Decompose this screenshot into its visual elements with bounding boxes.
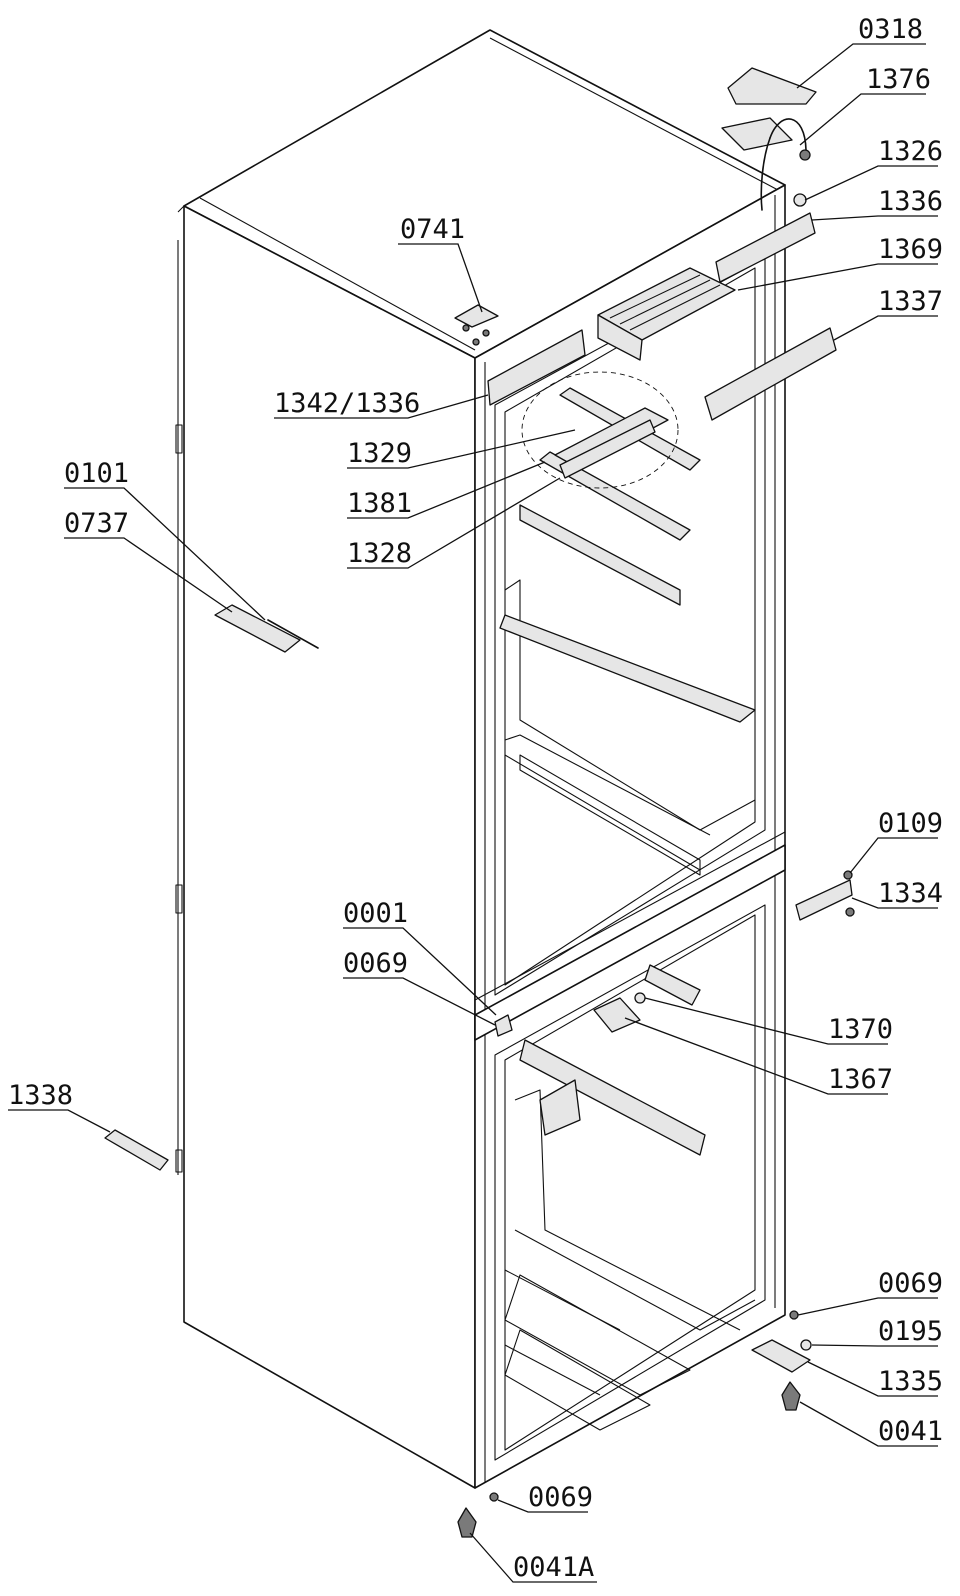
label-1338: 1338 [8, 1080, 73, 1111]
label-1328: 1328 [347, 538, 412, 569]
label-1367: 1367 [828, 1064, 893, 1095]
washer-0195 [800, 1339, 812, 1351]
bottom-hinge-1335 [751, 1339, 811, 1373]
label-0318: 0318 [858, 14, 923, 45]
label-0001: 0001 [343, 898, 408, 929]
label-1329: 1329 [347, 438, 412, 469]
label-1369: 1369 [878, 234, 943, 265]
parts [104, 67, 855, 1538]
label-1335: 1335 [878, 1366, 943, 1397]
label-1381: 1381 [347, 488, 412, 519]
screw-0069 [789, 1310, 799, 1320]
top-plate-0741 [454, 304, 499, 328]
label-1334: 1334 [878, 878, 943, 909]
front-strip-1337 [704, 327, 837, 421]
washer-1326 [793, 193, 807, 207]
label-1337: 1337 [878, 286, 943, 317]
cover-strip-1336 [715, 212, 816, 283]
screw-0069-bottom [489, 1492, 499, 1502]
label-1326: 1326 [878, 136, 943, 167]
top-cover-part [727, 67, 817, 105]
label-1336: 1336 [878, 186, 943, 217]
label-0041A: 0041A [513, 1552, 594, 1583]
label-0737: 0737 [64, 508, 129, 539]
part-labels: 0318 1376 1326 1336 0741 1369 1337 1342/… [8, 14, 943, 1583]
label-0101: 0101 [64, 458, 129, 489]
foot-0041 [781, 1381, 801, 1411]
label-0109: 0109 [878, 808, 943, 839]
foot-0041A [457, 1507, 477, 1538]
cabinet-front-frame [474, 184, 786, 1489]
label-0069-bottom: 0069 [528, 1482, 593, 1513]
leader-lines [8, 43, 938, 1583]
cabinet-body [175, 29, 786, 1489]
cover-strip-1342 [487, 329, 586, 406]
label-1342-1336: 1342/1336 [274, 388, 420, 419]
freezer-part-1367 [593, 997, 641, 1033]
cable-bracket-part [721, 117, 793, 151]
label-0041: 0041 [878, 1416, 943, 1447]
label-0195: 0195 [878, 1316, 943, 1347]
label-0069-mullion: 0069 [343, 948, 408, 979]
hinge-1334 [795, 879, 853, 921]
label-0069-right: 0069 [878, 1268, 943, 1299]
hinge-cover-1338 [104, 1129, 169, 1171]
label-0741: 0741 [400, 214, 465, 245]
label-1376: 1376 [866, 64, 931, 95]
label-1370: 1370 [828, 1014, 893, 1045]
